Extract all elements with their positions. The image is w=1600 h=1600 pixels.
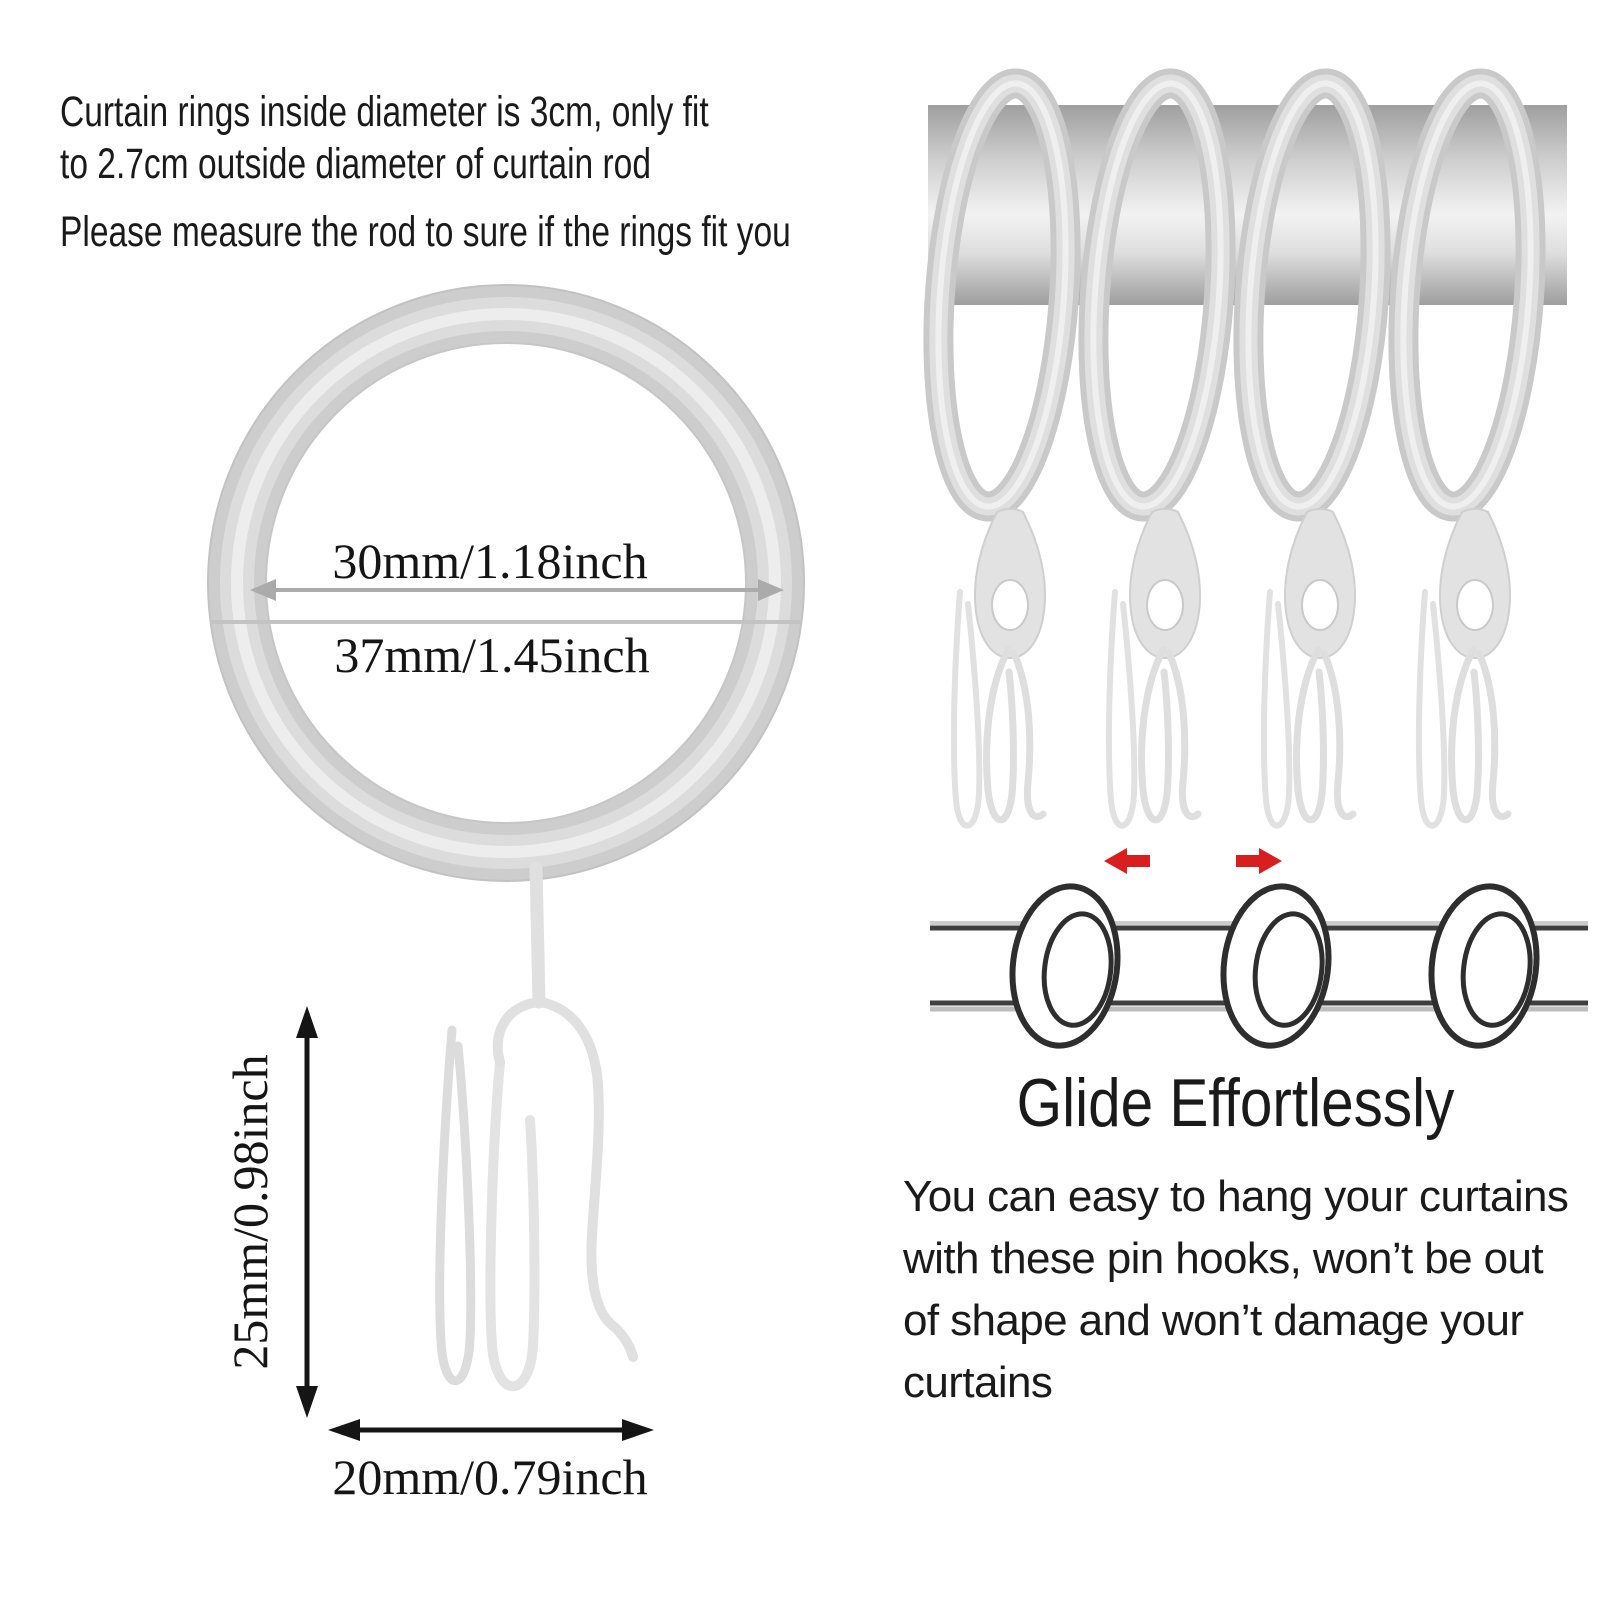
- hook-height-label: 25mm/0.98inch: [222, 1054, 278, 1370]
- glide-left-arrow-icon: [1104, 848, 1150, 874]
- ring-with-clip: [1078, 68, 1236, 829]
- hook-width-arrow: [328, 1419, 654, 1441]
- glide-description-line4: curtains: [903, 1358, 1053, 1407]
- outer-diameter-label: 37mm/1.45inch: [334, 627, 650, 683]
- rings-on-rod-photo: [923, 68, 1546, 829]
- glide-description-line2: with these pin hooks, won’t be out: [903, 1234, 1544, 1283]
- glide-right-arrow-icon: [1236, 848, 1282, 874]
- ring-with-clip: [923, 68, 1081, 829]
- size-note: Curtain rings inside diameter is 3cm, on…: [60, 86, 892, 190]
- ring-with-clip: [1388, 68, 1546, 829]
- glide-description: You can easy to hang your curtains with …: [903, 1166, 1569, 1414]
- size-note-line1: Curtain rings inside diameter is 3cm, on…: [60, 88, 709, 136]
- pin-hook-photo: [435, 997, 638, 1392]
- inner-diameter-label: 30mm/1.18inch: [332, 533, 648, 589]
- measure-note: Please measure the rod to sure if the ri…: [60, 206, 997, 258]
- hook-height-arrow: [296, 1006, 318, 1418]
- hook-width-label: 20mm/0.79inch: [332, 1449, 648, 1505]
- glide-diagram: [930, 848, 1588, 1049]
- glide-ring: [1009, 883, 1121, 1049]
- glide-ring: [1428, 883, 1540, 1049]
- measure-note-line: Please measure the rod to sure if the ri…: [60, 208, 791, 256]
- glide-heading: Glide Effortlessly: [900, 1064, 1570, 1142]
- glide-ring: [1220, 883, 1332, 1049]
- glide-description-line1: You can easy to hang your curtains: [903, 1172, 1569, 1221]
- glide-description-line3: of shape and won’t damage your: [903, 1296, 1524, 1345]
- inner-diameter-arrow: [250, 579, 784, 601]
- ring-with-clip: [1233, 68, 1391, 829]
- glide-heading-text: Glide Effortlessly: [1016, 1065, 1454, 1141]
- size-note-line2: to 2.7cm outside diameter of curtain rod: [60, 140, 651, 188]
- curtain-ring-photo: [207, 284, 805, 1009]
